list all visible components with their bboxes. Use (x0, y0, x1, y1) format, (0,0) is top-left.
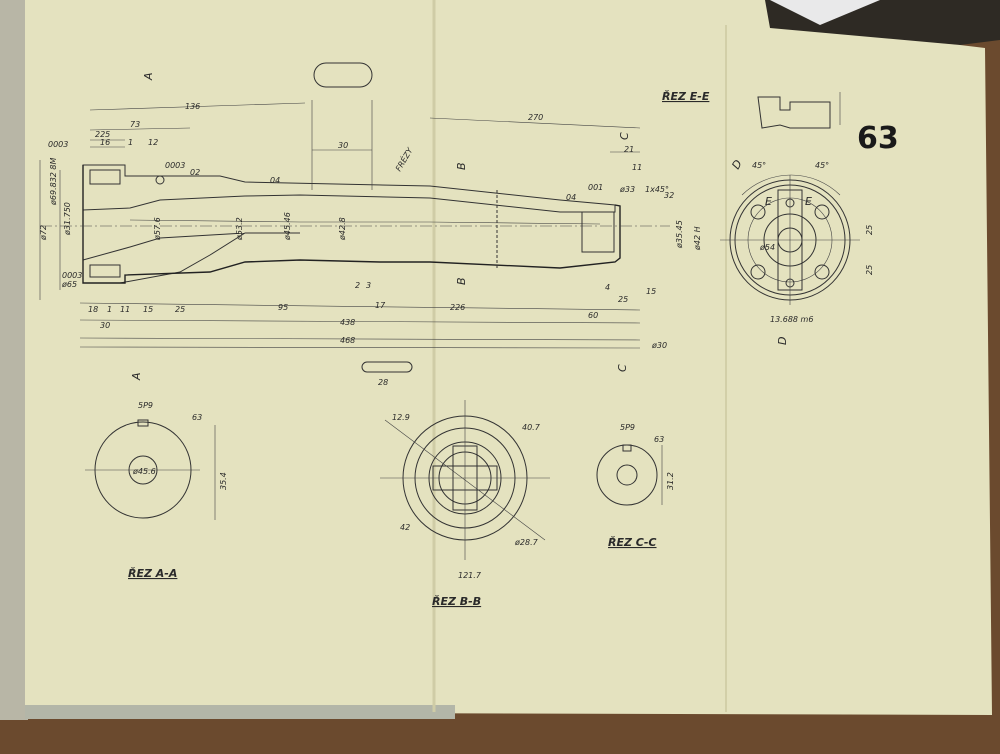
dim-17: 17 (375, 301, 386, 310)
cut-mark-a: A (142, 72, 155, 81)
dim-121: 121.7 (458, 571, 482, 580)
dim-12: 12 (148, 138, 158, 147)
dim-11: 11 (632, 163, 642, 172)
dim-dia72: ø72 (39, 225, 48, 241)
cover-edge (25, 705, 455, 719)
dim-60: 60 (588, 311, 598, 320)
dim-30: 30 (100, 321, 110, 330)
dim-12-9: 12.9 (392, 413, 410, 422)
dim-key: 5P9 (620, 423, 635, 432)
tolerance: 0003 (165, 161, 185, 170)
dim-dia54: ø54 (759, 243, 775, 252)
dim-16: 16 (100, 138, 110, 147)
roughness: 04 (566, 193, 576, 202)
dim-dia45: ø45.6 (132, 467, 156, 476)
dim-136: 136 (185, 102, 200, 111)
dim-28: 28 (378, 378, 388, 387)
dim-270: 270 (528, 113, 543, 122)
dim-45deg: 45° (815, 161, 829, 170)
dim-25: 25 (865, 225, 874, 235)
roughness: 04 (270, 176, 280, 185)
dim-40-7: 40.7 (522, 423, 541, 432)
dim-3: 3 (366, 281, 371, 290)
dim-dia42: ø42 H (693, 226, 702, 251)
dim-key: 5P9 (138, 401, 153, 410)
dim-dia53: ø53.2 (235, 217, 244, 241)
dim-13688: 13.688 m6 (770, 315, 813, 324)
section-label-b-b: ŘEZ B-B (432, 594, 481, 608)
dim-31: 31.2 (666, 472, 675, 490)
dim-dia30: ø30 (651, 341, 667, 350)
dim-chamfer: 1x45° (645, 185, 669, 194)
section-a-a: 5P9 63 ø45.6 35.4 ŘEZ A-A (85, 401, 228, 580)
dim-4: 4 (605, 283, 610, 292)
dim-95: 95 (278, 303, 288, 312)
dim-30: 30 (338, 141, 348, 150)
dim-35: 35.4 (219, 472, 228, 490)
dim-226: 226 (450, 303, 465, 312)
section-label-c-c: ŘEZ C-C (608, 535, 657, 549)
dim-1: 1 (128, 138, 133, 147)
dim-15: 15 (646, 287, 656, 296)
dim-225: 225 (95, 130, 110, 139)
tolerance: 0003 (48, 140, 68, 149)
section-label-e-e: ŘEZ E-E (662, 89, 710, 103)
flange-end-view: 45° 45° 25 25 ø54 13.688 m6 (720, 161, 874, 324)
tolerance: 001 (588, 183, 603, 192)
dim-dia31: ø31.750 (63, 202, 72, 236)
shaft-longitudinal-section (40, 164, 670, 284)
dim-25: 25 (865, 265, 874, 275)
tolerance: 0003 (62, 271, 82, 280)
roughness: 63 (654, 435, 664, 444)
dim-438: 438 (340, 318, 355, 327)
roughness: 32 (664, 191, 674, 200)
cut-mark-d: D (776, 337, 789, 345)
paper (25, 0, 992, 715)
dim-45deg: 45° (752, 161, 766, 170)
cut-mark-c: C (616, 364, 629, 372)
dim-18: 18 (88, 305, 98, 314)
cut-mark-b: B (455, 277, 468, 285)
dim-42: 42 (400, 523, 410, 532)
dim-21: 21 (624, 145, 634, 154)
binder-spine (0, 0, 28, 720)
cut-mark-a: A (130, 372, 143, 381)
cut-marks: A A B B C C D D E E (130, 72, 812, 381)
dim-2: 2 (355, 281, 360, 290)
dim-dia28: ø28.7 (514, 538, 539, 547)
dim-dia35: ø35.45 (675, 220, 684, 249)
dim-15: 15 (143, 305, 153, 314)
dim-25: 25 (618, 295, 628, 304)
dim-dia33: ø33 (619, 185, 635, 194)
cut-mark-e: E (765, 195, 772, 208)
dim-dia57: ø57.6 (153, 217, 162, 241)
dim-11: 11 (120, 305, 130, 314)
dim-73: 73 (130, 120, 140, 129)
cut-mark-b: B (455, 162, 468, 170)
dim-dia42-8: ø42.8 (338, 217, 347, 241)
dimension-lines (39, 62, 641, 373)
section-e-e-detail: ŘEZ E-E (662, 89, 841, 129)
dim-dia69: ø69.832 8M (49, 157, 58, 206)
dim-468: 468 (340, 336, 355, 345)
cut-mark-c: C (618, 132, 631, 140)
white-paper-corner (770, 0, 880, 25)
roughness: 63 (192, 413, 202, 422)
section-b-b: 12.9 40.7 42 ø28.7 121.7 ŘEZ B-B (380, 400, 550, 608)
section-label-a-a: ŘEZ A-A (128, 566, 177, 580)
dim-25: 25 (175, 305, 185, 314)
dim-dia45: ø45.46 (283, 212, 292, 241)
dim-1: 1 (107, 305, 112, 314)
roughness: 02 (190, 168, 200, 177)
page-number: 63 (857, 121, 899, 156)
dim-dia65: ø65 (61, 280, 77, 289)
section-c-c: 5P9 63 31.2 ŘEZ C-C (596, 423, 675, 549)
cut-mark-e: E (805, 195, 812, 208)
